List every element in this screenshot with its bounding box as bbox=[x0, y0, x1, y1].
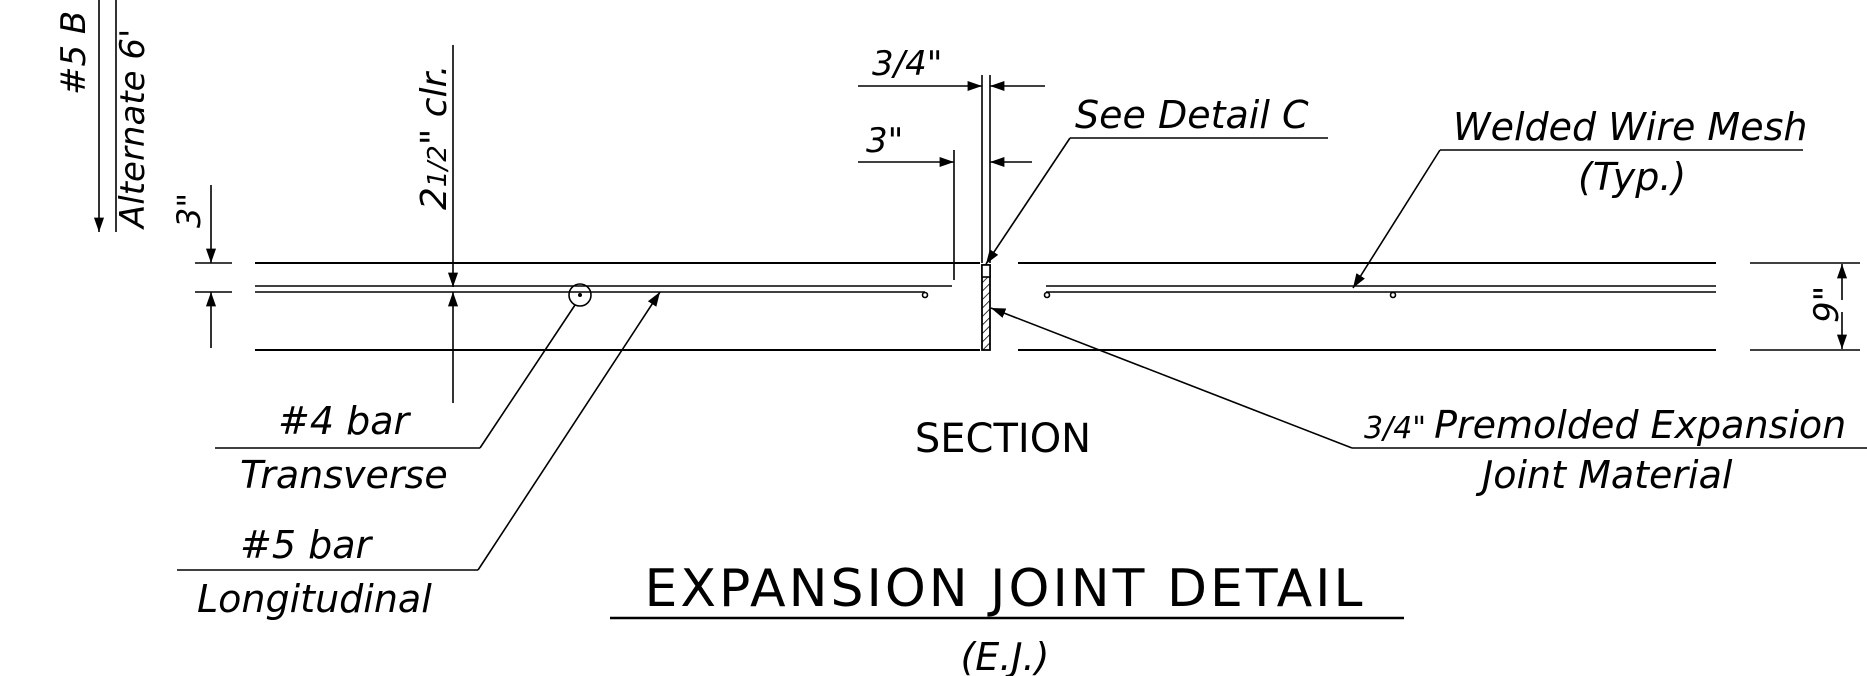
premolded-label: 3/4"Premolded Expansion bbox=[1364, 403, 1846, 447]
joint-material-label: Joint Material bbox=[1475, 453, 1733, 497]
premolded-leader bbox=[990, 307, 1353, 449]
bar5-label: #5 bar bbox=[240, 523, 374, 567]
transverse-bar-dot bbox=[578, 293, 582, 297]
joint-width-dimension: 3/4" bbox=[858, 44, 1045, 92]
longitudinal-label: Longitudinal bbox=[197, 577, 432, 621]
mesh-label-line1: Welded Wire Mesh bbox=[1453, 105, 1807, 149]
top-offset-label: 3" bbox=[170, 193, 208, 228]
joint-seal bbox=[981, 264, 991, 278]
cover-label: 21/2" clr. bbox=[414, 65, 455, 211]
transverse-bar-circle bbox=[568, 283, 592, 307]
edge-alternate-label: Alternate 6' bbox=[113, 29, 153, 230]
right-rebar-hook-left bbox=[1043, 291, 1051, 299]
premolded-fraction: 3/4" bbox=[1364, 411, 1426, 446]
edge-bar-label: #5 B bbox=[54, 11, 94, 95]
thickness-label: 9" bbox=[1807, 286, 1847, 323]
transverse-bar-callout: #4 bar Transverse bbox=[215, 304, 576, 497]
see-detail-callout: See Detail C bbox=[985, 93, 1328, 265]
section-label: SECTION bbox=[915, 416, 1091, 462]
cover-label-whole: 2 bbox=[414, 187, 455, 210]
see-detail-leader bbox=[985, 137, 1071, 265]
mesh-leader bbox=[1352, 149, 1441, 289]
see-detail-label: See Detail C bbox=[1075, 93, 1309, 137]
premolded-text: Premolded Expansion bbox=[1434, 403, 1846, 447]
expansion-joint bbox=[953, 75, 991, 351]
right-rebar-hook-mid bbox=[1389, 291, 1397, 299]
bar4-label: #4 bar bbox=[278, 399, 412, 443]
thickness-dimension: 9" bbox=[1750, 262, 1860, 351]
page-subtitle: (E.J.) bbox=[960, 635, 1049, 676]
left-slab bbox=[255, 262, 980, 351]
transverse-leader bbox=[479, 304, 576, 449]
mesh-callout: Welded Wire Mesh (Typ.) bbox=[1352, 105, 1807, 289]
top-offset-dimension: 3" bbox=[170, 185, 232, 348]
edge-note: #5 B Alternate 6' bbox=[54, 0, 153, 232]
cover-label-suffix: " clr. bbox=[414, 65, 455, 146]
joint-width-label: 3/4" bbox=[872, 44, 942, 84]
longitudinal-bar-callout: #5 bar Longitudinal bbox=[177, 291, 661, 621]
cover-label-fraction: 1/2 bbox=[423, 145, 453, 187]
page-title: EXPANSION JOINT DETAIL bbox=[645, 559, 1366, 619]
cover-dimension: 21/2" clr. bbox=[414, 45, 459, 403]
mesh-label-line2: (Typ.) bbox=[1578, 155, 1686, 199]
left-rebar-hook bbox=[921, 291, 929, 299]
offset-dimension: 3" bbox=[858, 121, 1032, 168]
longitudinal-leader bbox=[477, 291, 661, 571]
transverse-label: Transverse bbox=[240, 453, 448, 497]
offset-label: 3" bbox=[866, 121, 903, 161]
premolded-callout: 3/4"Premolded Expansion Joint Material bbox=[990, 307, 1867, 497]
right-slab bbox=[1018, 262, 1716, 351]
